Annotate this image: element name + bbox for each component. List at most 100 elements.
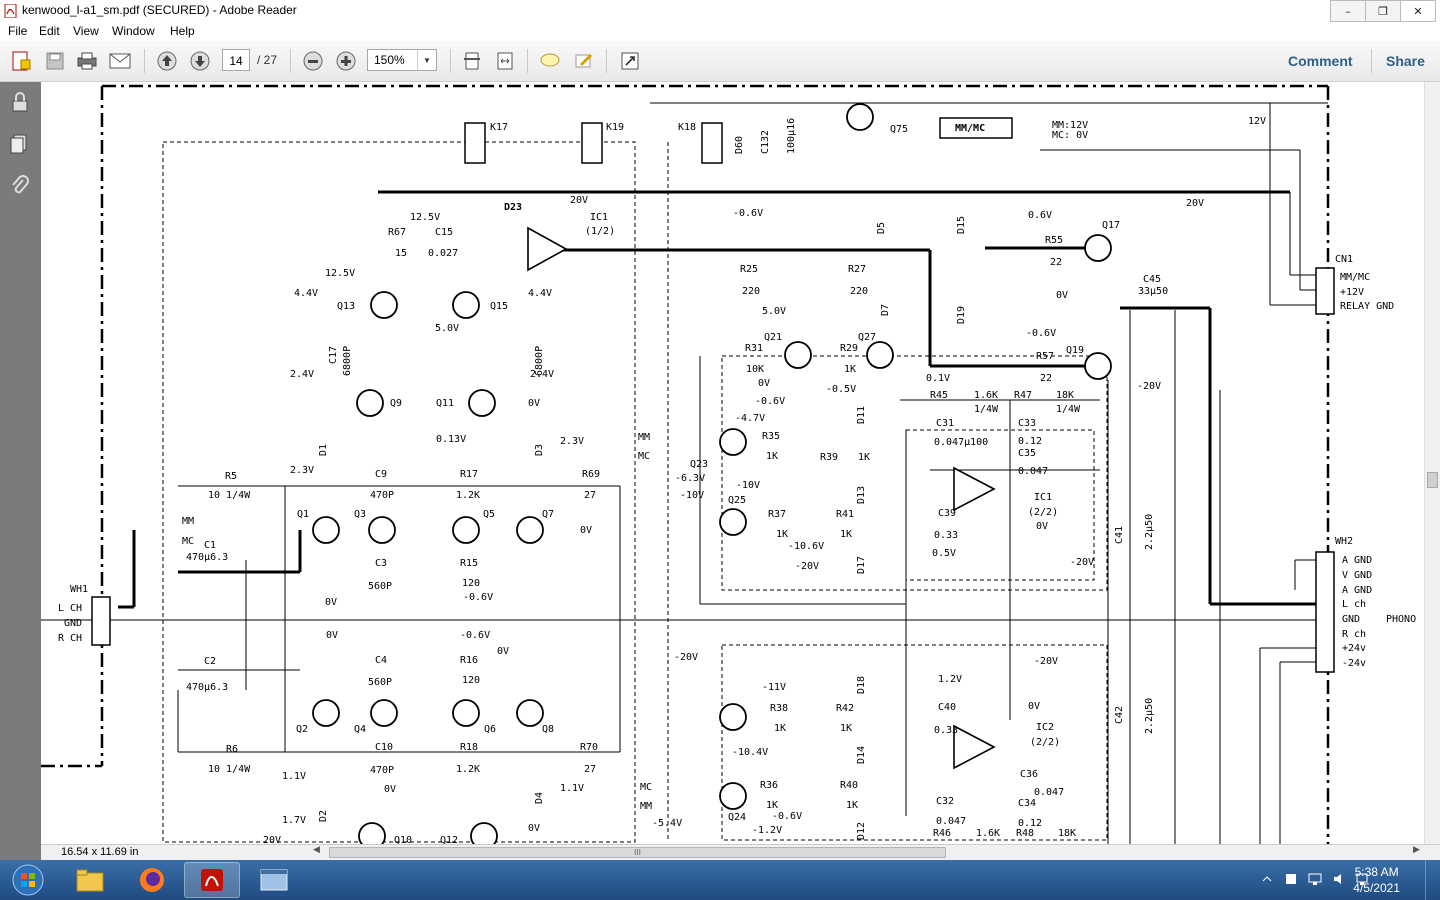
svg-text:K17: K17 <box>490 122 508 133</box>
comment-bubble-icon <box>540 53 560 67</box>
svg-text:220: 220 <box>742 286 760 297</box>
fit-page-button[interactable] <box>459 48 485 74</box>
comment-pane-button[interactable]: Comment <box>1288 53 1353 69</box>
svg-text:Q12: Q12 <box>440 835 458 844</box>
svg-text:C34: C34 <box>1018 798 1036 809</box>
minimize-button[interactable]: – <box>1330 0 1366 22</box>
menu-view[interactable]: View <box>73 24 99 38</box>
svg-text:C40: C40 <box>938 702 956 713</box>
fit-width-button[interactable] <box>492 48 518 74</box>
svg-text:-1.2V: -1.2V <box>752 825 782 836</box>
svg-text:R48: R48 <box>1016 828 1034 839</box>
chevron-down-icon[interactable]: ▼ <box>417 50 436 70</box>
share-pane-button[interactable]: Share <box>1386 53 1425 69</box>
vertical-scrollbar[interactable] <box>1424 82 1440 844</box>
clock[interactable]: 5:38 AM 4/5/2021 <box>1353 864 1400 896</box>
monitor-icon[interactable] <box>1308 870 1322 888</box>
close-button[interactable]: ✕ <box>1401 0 1436 22</box>
vertical-scroll-thumb[interactable] <box>1427 472 1438 488</box>
fit-page-icon <box>464 52 480 70</box>
svg-text:-10.6V: -10.6V <box>788 541 824 552</box>
svg-text:10K: 10K <box>746 364 764 375</box>
tray-expand-icon[interactable] <box>1260 870 1274 888</box>
menu-help[interactable]: Help <box>170 24 195 38</box>
scroll-right-icon[interactable]: ▶ <box>1413 845 1420 855</box>
system-tray <box>1260 870 1370 888</box>
page-number-input[interactable]: 14 <box>222 49 250 71</box>
volume-icon[interactable] <box>1332 870 1346 888</box>
svg-text:0.6V: 0.6V <box>1028 210 1052 221</box>
svg-text:120: 120 <box>462 578 480 589</box>
taskbar-file-explorer[interactable] <box>62 862 118 898</box>
svg-text:GND: GND <box>1342 614 1360 625</box>
svg-text:-24v: -24v <box>1342 658 1366 669</box>
svg-text:IC2: IC2 <box>1036 722 1054 733</box>
highlight-button[interactable] <box>571 48 597 74</box>
svg-text:12.5V: 12.5V <box>410 212 440 223</box>
pages-icon[interactable] <box>8 132 32 156</box>
scroll-left-icon[interactable]: ◀ <box>313 845 320 855</box>
svg-text:0.13V: 0.13V <box>436 434 466 445</box>
horizontal-scroll-thumb[interactable]: III <box>329 847 946 858</box>
taskbar: 5:38 AM 4/5/2021 <box>0 860 1440 900</box>
menu-edit[interactable]: Edit <box>39 24 60 38</box>
next-page-button[interactable] <box>187 48 213 74</box>
svg-text:(1/2): (1/2) <box>585 226 615 237</box>
svg-text:-0.6V: -0.6V <box>755 396 785 407</box>
previous-page-button[interactable] <box>154 48 180 74</box>
svg-text:Q27: Q27 <box>858 332 876 343</box>
svg-text:0.12: 0.12 <box>1018 436 1042 447</box>
show-desktop-button[interactable] <box>1425 860 1440 900</box>
svg-text:1K: 1K <box>858 452 870 463</box>
zoom-select[interactable]: 150% ▼ <box>367 49 437 71</box>
svg-text:1K: 1K <box>766 451 778 462</box>
full-screen-button[interactable] <box>617 48 643 74</box>
svg-text:1K: 1K <box>840 529 852 540</box>
svg-text:C9: C9 <box>375 469 387 480</box>
svg-text:R47: R47 <box>1014 390 1032 401</box>
svg-text:Q23: Q23 <box>690 459 708 470</box>
svg-text:-20V: -20V <box>674 652 698 663</box>
start-button[interactable] <box>2 862 54 898</box>
svg-text:5.0V: 5.0V <box>762 306 786 317</box>
zoom-out-button[interactable] <box>300 48 326 74</box>
svg-text:2.2μ50: 2.2μ50 <box>1144 698 1155 734</box>
printer-icon <box>77 52 97 70</box>
window-controls: – ❐ ✕ <box>1330 0 1436 22</box>
document-view[interactable]: K17 K19 K18 D60 C132 100μ16 Q75 MM/MC MM… <box>41 82 1424 844</box>
paperclip-icon[interactable] <box>8 174 32 198</box>
create-pdf-button[interactable] <box>8 48 34 74</box>
svg-text:R55: R55 <box>1045 235 1063 246</box>
schematic-drawing: K17 K19 K18 D60 C132 100μ16 Q75 MM/MC MM… <box>41 84 1416 844</box>
svg-text:-10V: -10V <box>736 480 760 491</box>
taskbar-window-preview[interactable] <box>246 862 302 898</box>
save-button[interactable] <box>42 48 68 74</box>
svg-text:20V: 20V <box>263 835 281 844</box>
menu-file[interactable]: File <box>8 24 28 38</box>
svg-text:Q21: Q21 <box>764 332 782 343</box>
svg-text:D18: D18 <box>856 676 867 694</box>
menu-window[interactable]: Window <box>112 24 155 38</box>
svg-text:Q25: Q25 <box>728 495 746 506</box>
print-button[interactable] <box>74 48 100 74</box>
network-icon[interactable] <box>1356 870 1370 888</box>
action-center-icon[interactable] <box>1284 870 1298 888</box>
svg-text:A GND: A GND <box>1342 555 1372 566</box>
svg-text:-11V: -11V <box>762 682 786 693</box>
svg-text:K19: K19 <box>606 122 624 133</box>
svg-text:R29: R29 <box>840 343 858 354</box>
maximize-button[interactable]: ❐ <box>1366 0 1401 22</box>
menu-bar: File Edit View Window Help <box>0 22 1440 41</box>
zoom-in-button[interactable] <box>333 48 359 74</box>
sticky-note-button[interactable] <box>537 48 563 74</box>
lock-icon[interactable] <box>8 90 32 114</box>
svg-text:GND: GND <box>64 618 82 629</box>
email-button[interactable] <box>107 48 133 74</box>
taskbar-adobe-reader[interactable] <box>184 862 240 898</box>
svg-text:5.0V: 5.0V <box>435 323 459 334</box>
svg-text:0V: 0V <box>384 784 396 795</box>
svg-text:C132: C132 <box>760 130 771 154</box>
svg-text:R67: R67 <box>388 227 406 238</box>
taskbar-firefox[interactable] <box>124 862 180 898</box>
